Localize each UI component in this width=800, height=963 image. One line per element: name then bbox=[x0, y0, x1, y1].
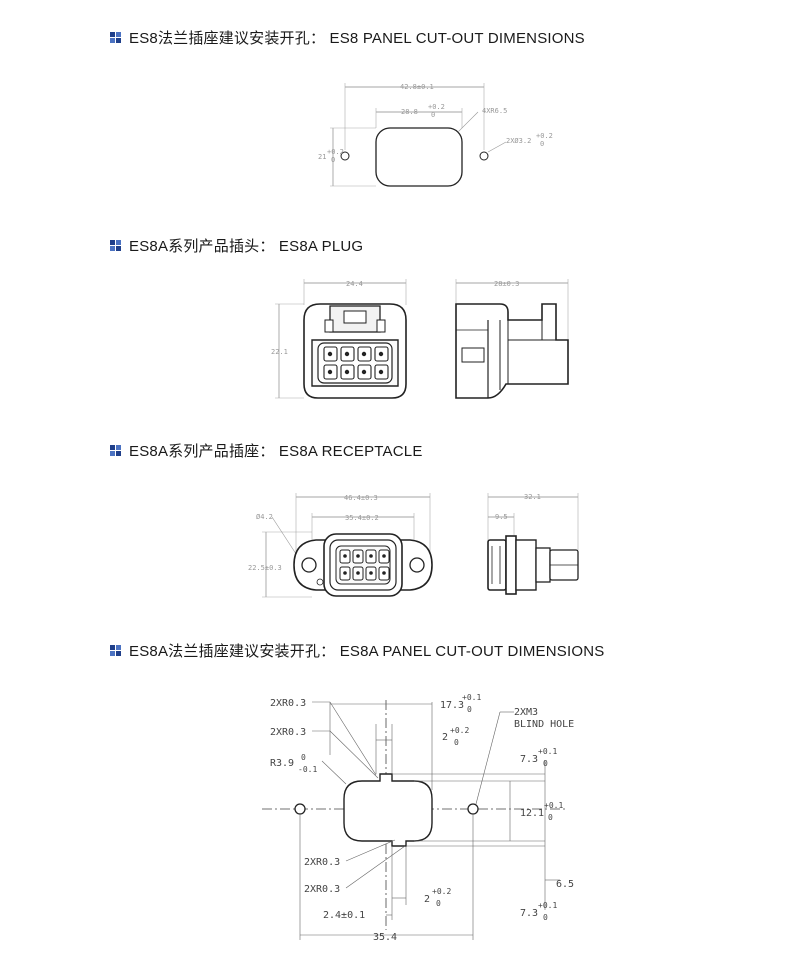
es8-dim-inner-width-tol0: 0 bbox=[431, 111, 435, 119]
section-title-es8a-receptacle: ES8A系列产品插座： ES8A RECEPTACLE bbox=[110, 440, 423, 461]
cutout-r4: 2XR0.3 bbox=[304, 857, 340, 868]
section-title-es8a-plug: ES8A系列产品插头： ES8A PLUG bbox=[110, 235, 363, 256]
es8-dim-inner-width: 28.8 bbox=[401, 108, 418, 116]
section-title-text: ES8A法兰插座建议安装开孔： ES8A PANEL CUT-OUT DIMEN… bbox=[129, 643, 605, 660]
cutout-dim-7-3-bot-tol0: 0 bbox=[543, 913, 548, 922]
plug-dim-side-length: 28±0.3 bbox=[494, 280, 519, 288]
es8a-receptacle-front-view bbox=[262, 493, 433, 598]
cutout-dim-12-1-tol: +0.1 bbox=[544, 801, 563, 810]
cutout-dim-17-3-tol0: 0 bbox=[467, 705, 472, 714]
es8a-receptacle-side-view bbox=[487, 493, 579, 595]
rec-dim-side-flange: 9.5 bbox=[495, 513, 508, 521]
es8-dim-hole-tol0: 0 bbox=[540, 140, 544, 148]
square-grid-icon bbox=[110, 32, 121, 43]
cutout-blind-hole-1: 2XM3 bbox=[514, 707, 538, 718]
cutout-dim-6-5: 6.5 bbox=[556, 879, 574, 890]
plug-dim-front-height: 22.1 bbox=[271, 348, 288, 356]
es8a-cutout-drawing bbox=[262, 700, 568, 940]
cutout-blind-hole-2: BLIND HOLE bbox=[514, 719, 574, 730]
cutout-dim-2-bot-tol: +0.2 bbox=[432, 887, 451, 896]
cutout-dim-7-3-top-tol0: 0 bbox=[543, 759, 548, 768]
rec-dim-flange-width: 46.4±0.3 bbox=[344, 494, 378, 502]
section-title-es8a-cutout: ES8A法兰插座建议安装开孔： ES8A PANEL CUT-OUT DIMEN… bbox=[110, 640, 604, 661]
cutout-r3-label: R3.9 bbox=[270, 758, 294, 769]
cutout-dim-2-4: 2.4±0.1 bbox=[323, 910, 365, 921]
cutout-dim-2-top-tol: +0.2 bbox=[450, 726, 469, 735]
es8-dim-height-tol0: 0 bbox=[331, 156, 335, 164]
cutout-dim-12-1: 12.1 bbox=[520, 808, 544, 819]
cutout-dim-2-bot: 2 bbox=[424, 894, 430, 905]
square-grid-icon bbox=[110, 240, 121, 251]
rec-dim-height: 22.5±0.3 bbox=[248, 564, 282, 572]
es8a-plug-side-view bbox=[455, 279, 569, 399]
cutout-r3-tol-a: 0 bbox=[301, 753, 306, 762]
es8-dim-inner-width-tol: +0.2 bbox=[428, 103, 445, 111]
cutout-r3-tol-b: -0.1 bbox=[298, 765, 317, 774]
es8-dim-outer-width: 42.8±0.1 bbox=[400, 83, 434, 91]
section-title-text: ES8A系列产品插座： ES8A RECEPTACLE bbox=[129, 443, 423, 460]
rec-dim-side-length: 32.1 bbox=[524, 493, 541, 501]
rec-dim-hole: Ø4.2 bbox=[256, 513, 273, 521]
section-title-es8-cutout: ES8法兰插座建议安装开孔： ES8 PANEL CUT-OUT DIMENSI… bbox=[110, 27, 585, 48]
es8-dim-hole: 2XØ3.2 bbox=[506, 137, 531, 145]
section-title-text: ES8A系列产品插头： ES8A PLUG bbox=[129, 238, 364, 255]
cutout-dim-7-3-bot-tol: +0.1 bbox=[538, 901, 557, 910]
es8-dim-radius: 4XR6.5 bbox=[482, 107, 507, 115]
square-grid-icon bbox=[110, 645, 121, 656]
cutout-dim-2-top: 2 bbox=[442, 732, 448, 743]
es8-dim-hole-tol: +0.2 bbox=[536, 132, 553, 140]
es8-hole-right bbox=[479, 151, 489, 161]
rec-dim-body-width: 35.4±0.2 bbox=[345, 514, 379, 522]
es8-hole-left bbox=[340, 151, 350, 161]
cutout-dim-17-3: 17.3 bbox=[440, 700, 464, 711]
cutout-dim-7-3-top-tol: +0.1 bbox=[538, 747, 557, 756]
cutout-r2: 2XR0.3 bbox=[270, 727, 306, 738]
cutout-dim-17-3-tol: +0.1 bbox=[462, 693, 481, 702]
cutout-dim-7-3-bot: 7.3 bbox=[520, 908, 538, 919]
es8-cutout-drawing bbox=[330, 83, 507, 187]
es8-cutout-shape bbox=[375, 127, 463, 187]
cutout-dim-35-4: 35.4 bbox=[373, 932, 397, 943]
square-grid-icon bbox=[110, 445, 121, 456]
section-title-text: ES8法兰插座建议安装开孔： ES8 PANEL CUT-OUT DIMENSI… bbox=[129, 30, 585, 47]
es8a-plug-front-view bbox=[275, 279, 407, 399]
cutout-r1: 2XR0.3 bbox=[270, 698, 306, 709]
es8-dim-height: 21 bbox=[318, 153, 326, 161]
cutout-dim-12-1-tol0: 0 bbox=[548, 813, 553, 822]
cutout-dim-7-3-top: 7.3 bbox=[520, 754, 538, 765]
cutout-dim-2-top-tol0: 0 bbox=[454, 738, 459, 747]
cutout-r5: 2XR0.3 bbox=[304, 884, 340, 895]
plug-dim-front-width: 24.4 bbox=[346, 280, 363, 288]
cutout-dim-2-bot-tol0: 0 bbox=[436, 899, 441, 908]
es8-dim-height-tol: +0.2 bbox=[327, 148, 344, 156]
